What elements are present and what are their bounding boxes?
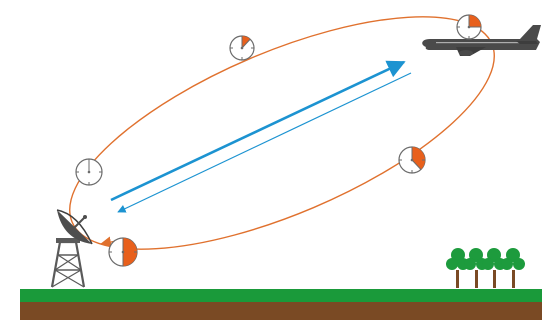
clock-hub	[240, 46, 244, 50]
soil-strip	[20, 302, 542, 320]
clock-hand	[411, 159, 422, 170]
returning-signal-arrow	[117, 72, 412, 213]
outgoing-signal-arrow	[110, 60, 406, 202]
clock-hub	[87, 170, 91, 174]
tree-3	[482, 248, 506, 288]
clock-elapsed-sector	[412, 147, 425, 170]
clock-hub	[121, 250, 125, 254]
clock-elapsed-sector	[469, 15, 481, 27]
tree-4	[501, 248, 525, 288]
airplane-icon	[422, 25, 541, 56]
trees-group	[446, 248, 525, 288]
clock-elapsed-sector	[242, 36, 251, 48]
grass-strip	[20, 289, 542, 302]
clock-hub	[467, 25, 471, 29]
clock-top-right-icon	[456, 14, 482, 40]
clock-left-icon	[75, 158, 103, 186]
clock-top-left-icon	[229, 35, 255, 61]
clock-near-antenna-icon	[108, 237, 138, 267]
radar-antenna-icon	[50, 209, 93, 288]
clock-hub	[410, 158, 414, 162]
clock-hand	[241, 38, 251, 49]
clock-elapsed-sector	[123, 238, 137, 266]
clock-right-icon	[398, 146, 426, 174]
